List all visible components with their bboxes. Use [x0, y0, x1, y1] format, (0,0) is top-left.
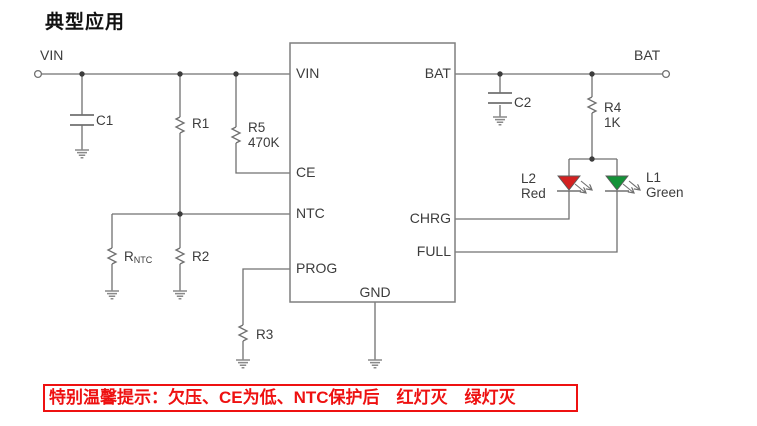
- resistor-r2-icon: [175, 247, 185, 265]
- capacitor-c2-icon: [487, 92, 513, 104]
- c1-label: C1: [96, 113, 114, 128]
- resistor-rntc-icon: [107, 247, 117, 265]
- bat-terminal-icon: [661, 69, 671, 79]
- ground-icon: [235, 359, 251, 369]
- ic-pin-vin: VIN: [296, 65, 320, 81]
- rntc-ref: R: [124, 249, 134, 264]
- page-title: 典型应用: [45, 12, 126, 33]
- ground-icon: [172, 290, 188, 300]
- r1-label: R1: [192, 116, 210, 131]
- ic-pin-full: FULL: [416, 243, 451, 259]
- resistor-r3-icon: [238, 324, 248, 342]
- bat-terminal-label: BAT: [634, 47, 661, 63]
- led-red-color-label: Red: [521, 186, 546, 201]
- led-green-icon: [605, 175, 640, 193]
- wire-full: [455, 191, 618, 253]
- c2-label: C2: [514, 95, 532, 110]
- r5-ref: R5: [248, 120, 266, 135]
- ground-icon: [367, 359, 383, 369]
- rntc-label: RNTC: [124, 249, 152, 268]
- r4-value: 1K: [604, 115, 621, 130]
- led-green-ref: L1: [646, 170, 662, 185]
- led-green-color-label: Green: [646, 185, 684, 200]
- wire-r5-ce-branch: [235, 74, 290, 174]
- ic-pin-chrg: CHRG: [409, 210, 451, 226]
- resistor-r5-icon: [231, 126, 241, 144]
- ground-icon: [492, 116, 508, 126]
- r4-ref: R4: [604, 100, 622, 115]
- ic-pin-prog: PROG: [296, 260, 338, 276]
- wire-led-anode-bar: [568, 158, 618, 176]
- resistor-r1-icon: [175, 116, 185, 134]
- ic-body: [289, 42, 456, 303]
- ground-icon: [104, 290, 120, 300]
- ic-pin-gnd: GND: [359, 284, 391, 300]
- r3-label: R3: [256, 327, 274, 342]
- ic-pin-ce: CE: [296, 164, 316, 180]
- junction-dots: [79, 71, 595, 217]
- wire-chrg: [455, 191, 570, 220]
- ic-pin-ntc: NTC: [296, 205, 325, 221]
- wire-prog-r3: [242, 268, 290, 360]
- rntc-subscript: NTC: [133, 255, 153, 265]
- r2-label: R2: [192, 249, 210, 264]
- resistor-r4-icon: [587, 96, 597, 114]
- capacitor-c1-icon: [69, 114, 95, 126]
- vin-terminal-label: VIN: [40, 47, 64, 63]
- warning-banner: 特别温馨提示：欠压、CE为低、NTC保护后 红灯灭 绿灯灭: [43, 384, 578, 412]
- r5-value: 470K: [248, 135, 280, 150]
- ground-icon: [74, 149, 90, 159]
- vin-terminal-icon: [33, 69, 43, 79]
- led-red-icon: [557, 175, 592, 193]
- ic-pin-bat: BAT: [424, 65, 451, 81]
- led-red-ref: L2: [521, 171, 537, 186]
